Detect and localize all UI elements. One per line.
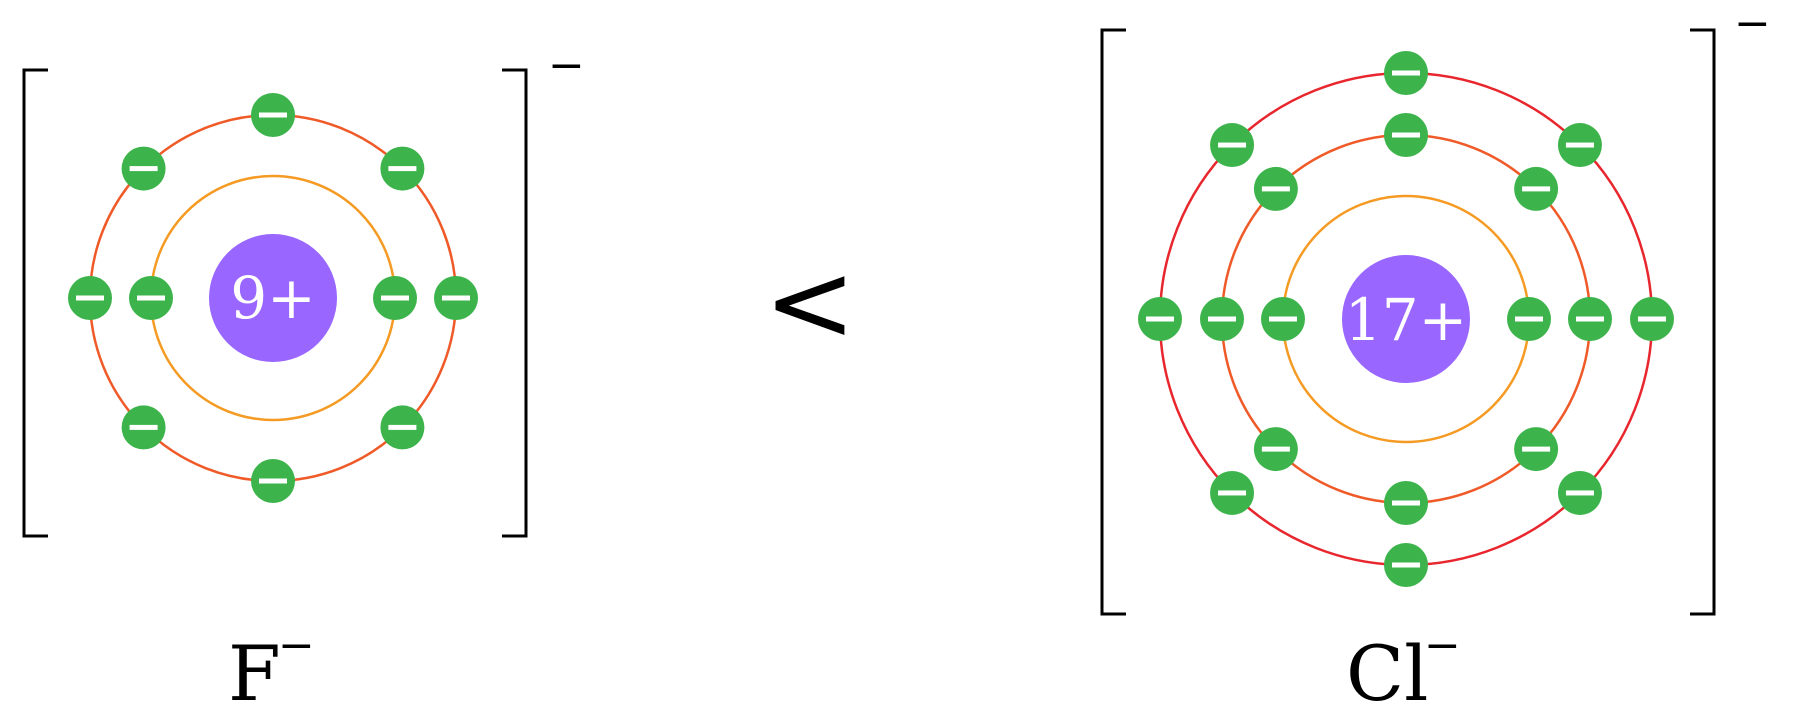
right-bracket: [1690, 28, 1716, 616]
electron-negative-sign: [1392, 132, 1420, 138]
fluoride-symbol: F: [228, 629, 281, 718]
chloride-nucleus-label: 17+: [1345, 286, 1467, 354]
fluoride-symbol-charge: −: [278, 620, 315, 671]
electron-negative-sign: [76, 295, 104, 301]
chloride-symbol-charge: −: [1424, 620, 1461, 671]
electron-negative-sign: [1146, 316, 1174, 322]
electron-negative-sign: [137, 295, 165, 301]
electron: [1507, 297, 1551, 341]
electron: [434, 276, 478, 320]
electron-negative-sign: [1218, 490, 1247, 496]
electron: [68, 276, 112, 320]
electron-negative-sign: [1522, 446, 1551, 452]
electron: [1384, 113, 1428, 157]
bracket-charge: −: [1734, 0, 1771, 49]
right-bracket: [502, 68, 528, 538]
chloride-shells: [1138, 51, 1674, 587]
chloride-ion: − 17+ Cl −: [1100, 0, 1771, 718]
electron-negative-sign: [1269, 316, 1297, 322]
electron-negative-sign: [388, 166, 417, 172]
electron-negative-sign: [1576, 316, 1604, 322]
electron: [1568, 297, 1612, 341]
electron: [1210, 470, 1255, 515]
electron: [1384, 51, 1428, 95]
left-bracket: [1100, 28, 1126, 616]
electron: [373, 276, 417, 320]
electron: [1514, 166, 1559, 211]
comparison-symbol: <: [764, 238, 856, 366]
electron: [251, 93, 295, 137]
electron: [121, 146, 166, 191]
electron: [1557, 470, 1602, 515]
chloride-nucleus: [1342, 255, 1470, 383]
electron: [1138, 297, 1182, 341]
electron: [1210, 123, 1255, 168]
electron: [121, 405, 166, 450]
electron: [1384, 481, 1428, 525]
electron: [1261, 297, 1305, 341]
fluoride-nucleus: [209, 234, 337, 362]
electron-negative-sign: [1392, 562, 1420, 568]
electron-negative-sign: [1392, 70, 1420, 76]
electron-negative-sign: [259, 478, 287, 484]
electron: [129, 276, 173, 320]
electron: [1253, 427, 1298, 472]
electron-negative-sign: [1218, 142, 1247, 148]
left-bracket: [22, 68, 48, 538]
electron-negative-sign: [129, 166, 158, 172]
fluoride-shells: [68, 93, 478, 503]
electron-negative-sign: [129, 424, 158, 430]
electron-negative-sign: [1392, 500, 1420, 506]
electron: [380, 146, 425, 191]
electron-negative-sign: [1565, 142, 1594, 148]
electron-negative-sign: [1638, 316, 1666, 322]
electron-negative-sign: [1261, 186, 1290, 192]
fluoride-nucleus-label: 9+: [230, 264, 316, 332]
electron-negative-sign: [442, 295, 470, 301]
electron: [1200, 297, 1244, 341]
electron: [1630, 297, 1674, 341]
electron-negative-sign: [1565, 490, 1594, 496]
electron-negative-sign: [1208, 316, 1236, 322]
electron-negative-sign: [1515, 316, 1543, 322]
electron: [1384, 543, 1428, 587]
electron-negative-sign: [259, 112, 287, 118]
electron: [1253, 166, 1298, 211]
electron: [1514, 427, 1559, 472]
electron-negative-sign: [388, 424, 417, 430]
electron-negative-sign: [1522, 186, 1551, 192]
electron-negative-sign: [381, 295, 409, 301]
electron-negative-sign: [1261, 446, 1290, 452]
fluoride-ion: − 9+ F −: [22, 40, 585, 718]
electron: [380, 405, 425, 450]
chloride-symbol: Cl: [1346, 629, 1428, 718]
electron: [251, 459, 295, 503]
bracket-charge: −: [548, 40, 585, 91]
electron: [1557, 123, 1602, 168]
